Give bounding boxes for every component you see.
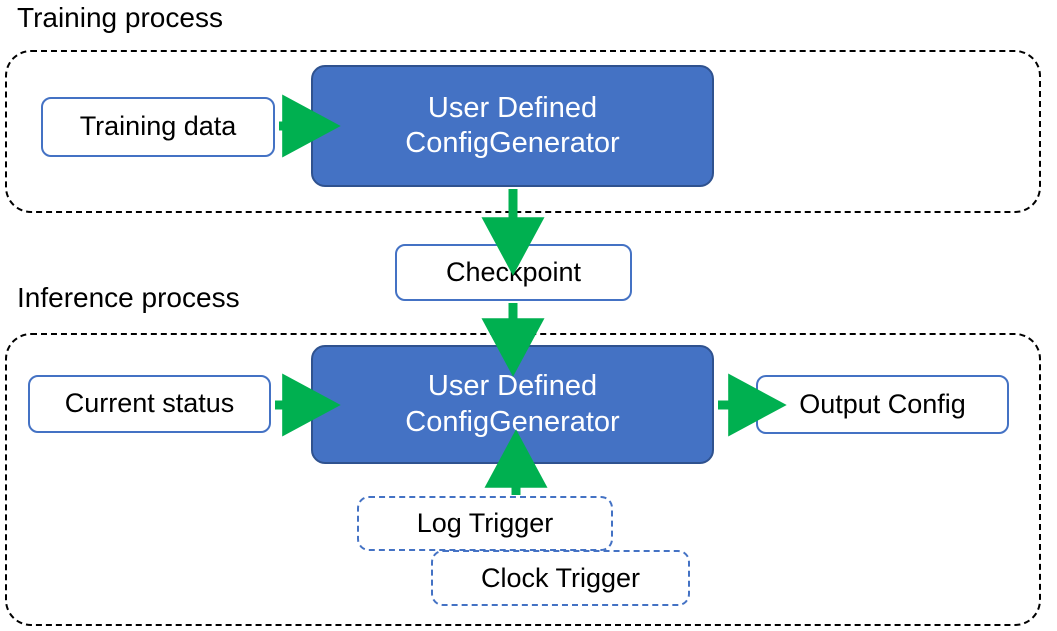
- node-output-config[interactable]: Output Config: [756, 375, 1009, 434]
- node-training-data[interactable]: Training data: [41, 97, 275, 157]
- training-process-title: Training process: [17, 2, 223, 33]
- node-training-config-generator-line1: User Defined: [427, 91, 598, 124]
- node-training-config-generator-line2: ConfigGenerator: [405, 127, 620, 159]
- node-current-status[interactable]: Current status: [28, 375, 271, 433]
- node-training-config-generator[interactable]: User Defined ConfigGenerator: [311, 65, 714, 187]
- inference-process-title: Inference process: [17, 282, 240, 313]
- training-process-group: [5, 50, 1041, 213]
- node-inference-config-generator-line2: ConfigGenerator: [405, 405, 620, 438]
- node-log-trigger[interactable]: Log Trigger: [357, 496, 613, 551]
- node-inference-config-generator-line1: User Defined: [427, 370, 598, 403]
- node-inference-config-generator[interactable]: User Defined ConfigGenerator: [311, 345, 714, 464]
- node-checkpoint[interactable]: Checkpoint: [395, 244, 632, 301]
- node-clock-trigger[interactable]: Clock Trigger: [431, 550, 690, 606]
